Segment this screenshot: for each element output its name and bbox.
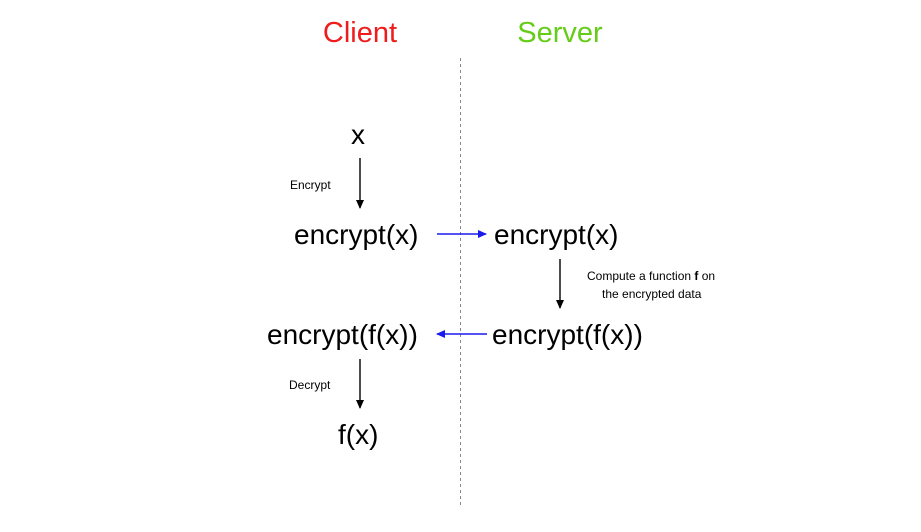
compute-label-line2: the encrypted data bbox=[602, 287, 702, 301]
server-header: Server bbox=[517, 17, 603, 49]
server-encrypted-x: encrypt(x) bbox=[494, 219, 619, 250]
decrypt-label: Decrypt bbox=[289, 378, 331, 392]
client-header: Client bbox=[322, 17, 398, 49]
encrypt-label: Encrypt bbox=[290, 178, 331, 192]
compute-label-function: f bbox=[694, 269, 699, 283]
compute-label: Compute a function f on bbox=[587, 268, 715, 284]
client-encrypted-fx: encrypt(f(x)) bbox=[267, 319, 418, 350]
compute-label-pre: Compute a function bbox=[587, 269, 695, 283]
compute-label-post: on bbox=[698, 269, 716, 283]
client-encrypted-x: encrypt(x) bbox=[294, 219, 419, 250]
client-result-fx: f(x) bbox=[338, 419, 379, 450]
client-plaintext-x: x bbox=[351, 119, 365, 150]
server-encrypted-fx: encrypt(f(x)) bbox=[492, 319, 643, 350]
